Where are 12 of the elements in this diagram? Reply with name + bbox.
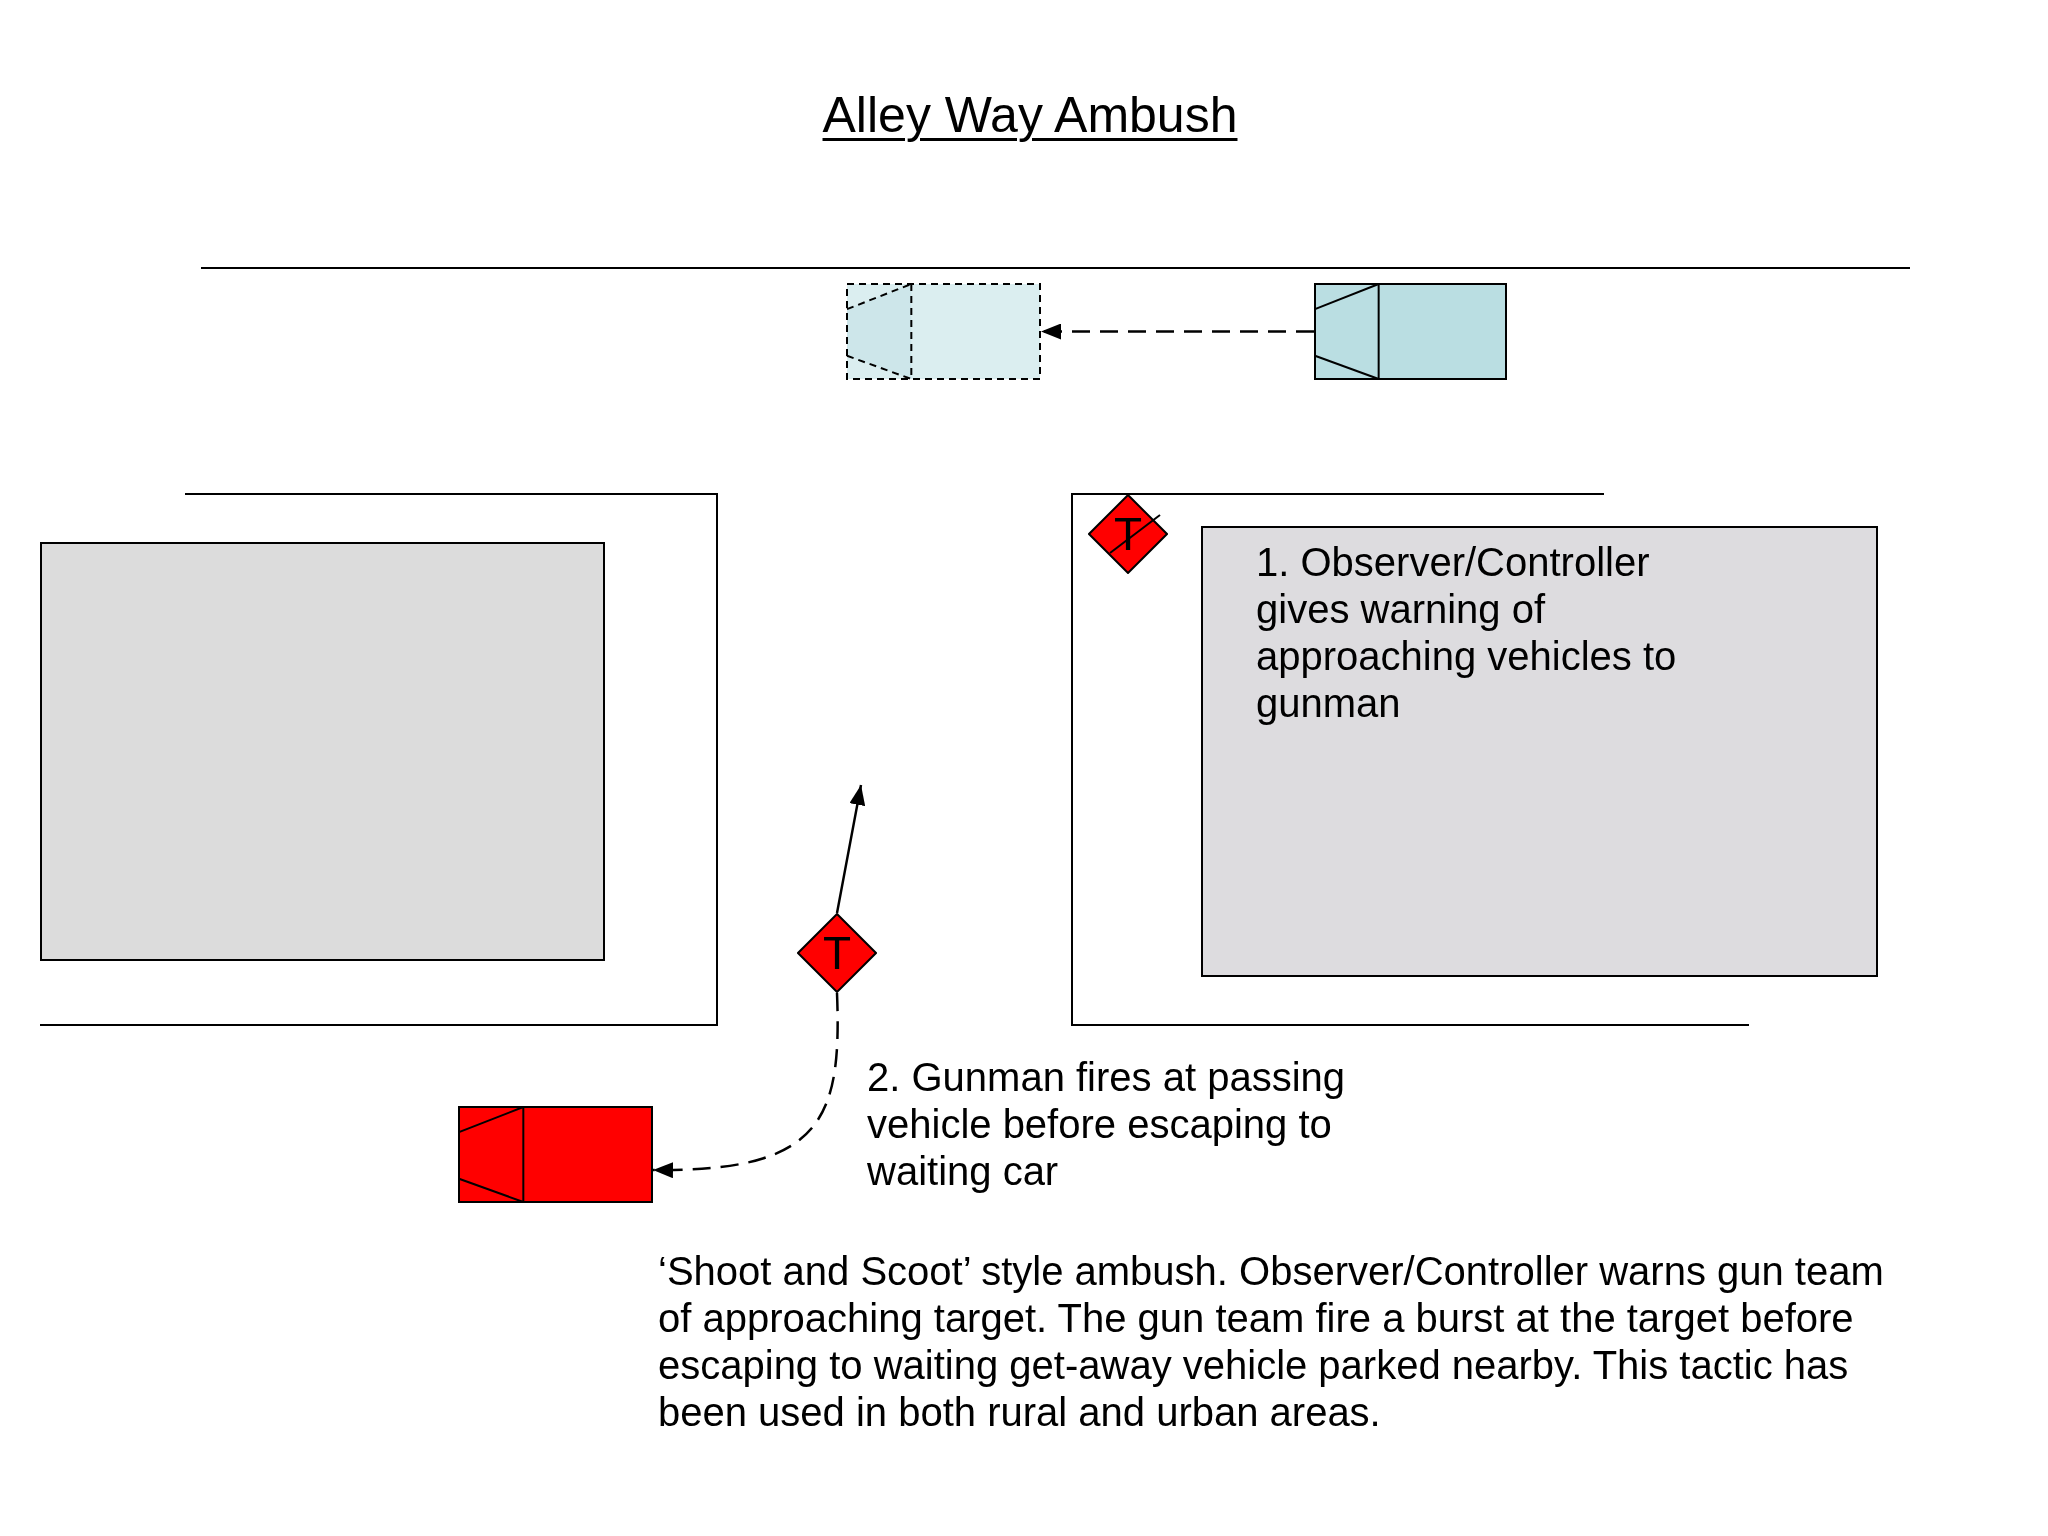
marker-diamond: T xyxy=(797,913,877,993)
caption: ‘Shoot and Scoot’ style ambush. Observer/Controller warns gun team of approaching target. The gun team fire a burst at the target before escaping to waiting get-away vehicle parked nearby. This tactic has been used in both rural and urban areas. xyxy=(658,1248,1885,1436)
step-note: 2. Gunman fires at passing vehicle before escaping to waiting car xyxy=(867,1054,1347,1195)
arrow xyxy=(835,784,866,914)
car-symbol xyxy=(458,1106,653,1203)
building-block: 1. Observer/Controller gives warning of approaching vehicles to gunman xyxy=(1201,526,1878,977)
dashed-arrow xyxy=(1041,323,1314,340)
building-block xyxy=(40,542,605,961)
title: Alley Way Ambush xyxy=(822,86,1238,144)
dashed-arrow xyxy=(653,992,839,1178)
car-symbol xyxy=(846,283,1041,380)
car-symbol xyxy=(1314,283,1507,380)
